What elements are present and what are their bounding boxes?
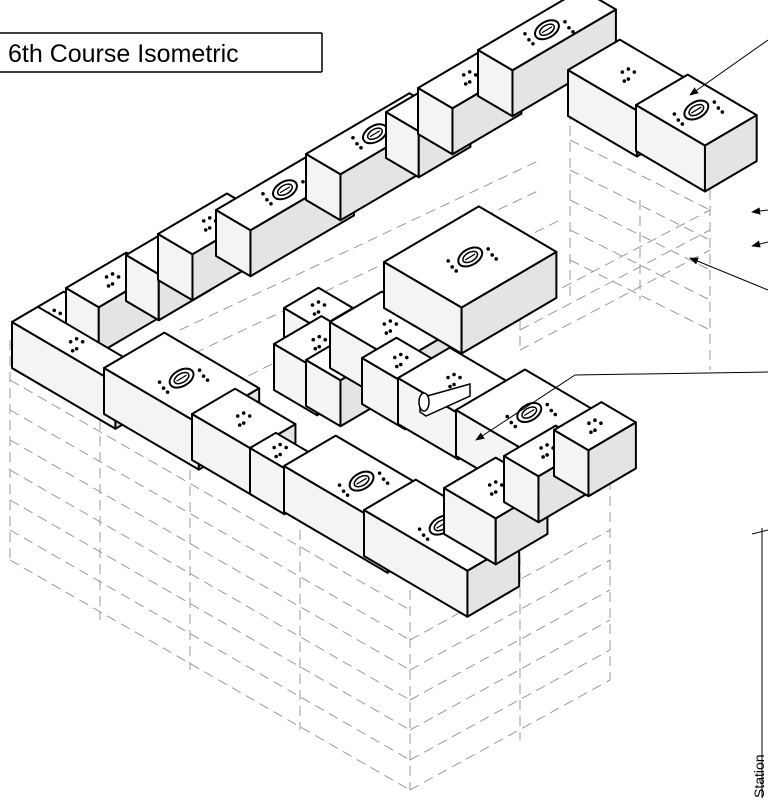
hidden-course-line: [409, 589, 611, 701]
peg-hole-pattern-icon: [620, 67, 637, 83]
peg-hole-pattern-icon: [382, 319, 399, 335]
leader-hidden-1: [751, 207, 768, 215]
hidden-course-line: [519, 249, 711, 351]
hidden-course-line: [9, 439, 411, 671]
lifting-slot-icon: [534, 19, 560, 41]
peg-hole-pattern-icon: [587, 418, 603, 435]
drawing-title: 6th Course Isometric: [8, 40, 239, 68]
anchor-block: [383, 205, 558, 355]
hidden-course-line: [9, 469, 411, 701]
peg-hole-pattern-icon: [505, 402, 558, 429]
hidden-course-line: [9, 409, 411, 641]
hidden-course-line: [409, 649, 611, 761]
peg-hole-pattern-icon: [337, 471, 390, 497]
lower-courses-hidden: [9, 110, 711, 791]
lifting-slot-icon: [683, 99, 710, 121]
hidden-course-line: [569, 169, 711, 241]
peg-hole-pattern-icon: [235, 411, 252, 427]
station-dimension: Station: [751, 528, 768, 798]
sixth-course-blocks: [11, 0, 758, 618]
peg-hole-pattern-icon: [104, 272, 121, 288]
peg-hole-pattern-icon: [446, 372, 462, 389]
peg-hole-pattern-icon: [461, 70, 478, 86]
lifting-slot-icon: [272, 179, 298, 201]
peg-hole-pattern-icon: [157, 368, 210, 394]
station-tick: [751, 529, 768, 535]
hidden-course-line: [9, 499, 411, 731]
hidden-course-line: [519, 229, 711, 331]
hidden-course-line: [9, 379, 411, 611]
title-block: 6th Course Isometric: [0, 32, 323, 73]
hidden-course-line: [569, 229, 711, 301]
hidden-course-line: [409, 679, 611, 791]
hidden-course-line: [409, 559, 611, 671]
leader-pipe-arrow: [475, 374, 576, 441]
leader-hidden-3: [689, 257, 768, 291]
standard-block: [553, 401, 637, 498]
leader-lines: [475, 39, 768, 441]
leader-top-block: [689, 39, 768, 96]
peg-hole-pattern-icon: [392, 352, 409, 369]
lifting-slot-icon: [516, 402, 543, 424]
peg-hole-pattern-icon: [487, 480, 504, 496]
anchor-block: [477, 0, 617, 118]
anchor-block: [635, 73, 758, 193]
lifting-slot-icon: [457, 246, 484, 268]
station-label: Station: [751, 754, 767, 798]
grout-pipe-icon: [418, 383, 471, 417]
leader-hidden-2: [751, 240, 768, 248]
leader-pipe-horizontal: [574, 371, 768, 376]
peg-hole-pattern-icon: [272, 442, 288, 459]
hidden-course-line: [569, 259, 711, 331]
lifting-slot-icon: [348, 470, 375, 492]
block-top-face: [553, 401, 637, 452]
hidden-course-line: [569, 199, 711, 271]
peg-hole-pattern-icon: [68, 336, 85, 353]
peg-hole-pattern-icon: [446, 247, 499, 273]
peg-hole-pattern-icon: [310, 300, 327, 316]
block-top-face: [191, 387, 297, 451]
hidden-course-line: [409, 619, 611, 731]
peg-hole-pattern-icon: [672, 100, 725, 126]
peg-hole-pattern-icon: [523, 19, 575, 46]
lifting-slot-icon: [362, 123, 388, 145]
hidden-course-line: [179, 189, 541, 361]
peg-hole-pattern-icon: [311, 334, 328, 351]
hidden-course-line: [179, 159, 541, 331]
lifting-slot-icon: [168, 367, 195, 389]
hidden-course-line: [9, 529, 411, 761]
hidden-course-line: [569, 139, 711, 211]
hidden-course-line: [9, 559, 411, 791]
